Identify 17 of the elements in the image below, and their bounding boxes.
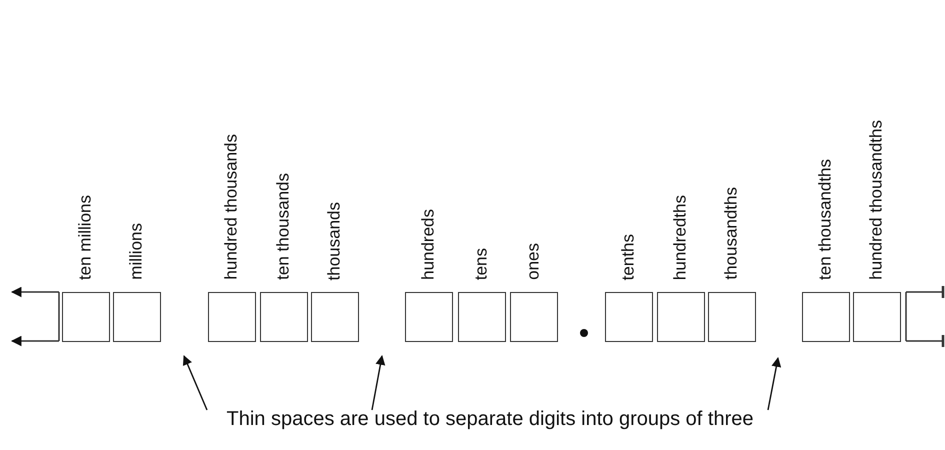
leader-arrow <box>767 357 782 410</box>
leader-arrow <box>182 355 208 410</box>
place-value-label: hundred thousands <box>222 134 242 280</box>
place-value-label: ten thousandths <box>816 159 836 280</box>
place-value-label: hundredths <box>672 194 690 280</box>
place-value-label: hundred thousandths <box>868 120 886 280</box>
place-value-label: tens <box>472 248 492 280</box>
place-value-label: thousandths <box>722 187 742 280</box>
place-value-label: millions <box>128 223 146 280</box>
place-value-label: tenths <box>620 234 638 280</box>
place-value-label: ten millions <box>76 194 96 280</box>
leader-arrow <box>371 355 386 410</box>
place-value-label: hundreds <box>420 209 438 280</box>
note-text: Thin spaces are used to separate digits into groups of three <box>170 408 810 431</box>
place-value-label: ten thousands <box>274 173 294 280</box>
place-value-label: thousands <box>326 202 344 280</box>
place-value-label: ones <box>524 243 544 280</box>
